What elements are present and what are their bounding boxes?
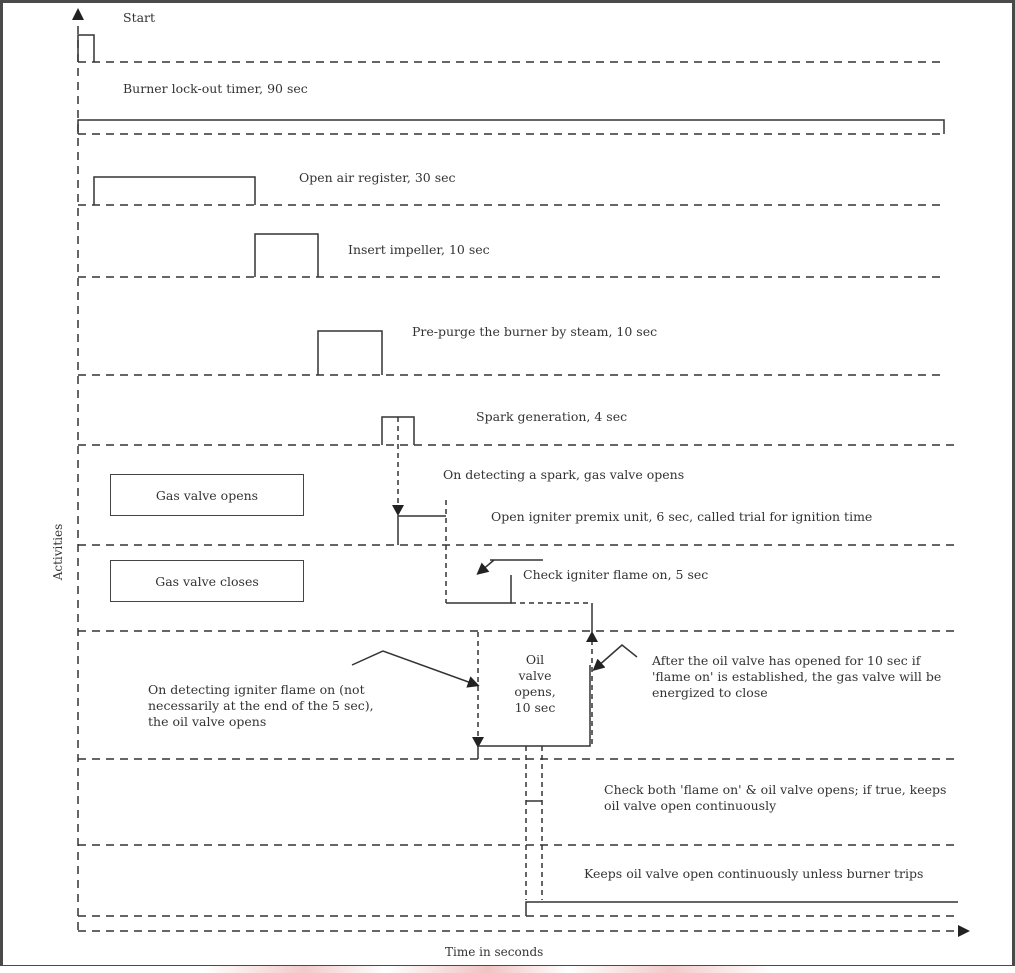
label-purge: Pre-purge the burner by steam, 10 sec [412, 324, 658, 339]
label-igniter-check: Check igniter flame on, 5 sec [523, 567, 709, 582]
x-axis-arrow [958, 925, 970, 937]
left-callout [351, 650, 480, 688]
oil-line-1: Oil [525, 652, 545, 667]
oil-line-2: valve [518, 668, 552, 683]
continuous-oil-line [525, 901, 958, 916]
label-oil-right-note: After the oil valve has opened for 10 se… [652, 653, 942, 700]
y-axis-arrow [72, 8, 84, 20]
label-impeller: Insert impeller, 10 sec [348, 242, 490, 257]
premix-line [397, 515, 446, 545]
right-callout [592, 644, 638, 671]
start-pulse [77, 34, 95, 62]
air-register-pulse [93, 176, 256, 205]
y-axis-label: Activities [51, 523, 65, 581]
oil-up-arrowhead [586, 631, 598, 642]
label-start: Start [123, 10, 156, 25]
impeller-pulse [254, 233, 319, 277]
label-premix: Open igniter premix unit, 6 sec, called … [491, 509, 873, 524]
label-spark-detect: On detecting a spark, gas valve opens [443, 467, 685, 482]
box-gas-valve-closes: Gas valve closes [110, 560, 304, 602]
oil-open-line [477, 665, 591, 759]
label-air-register: Open air register, 30 sec [299, 170, 456, 185]
oil-left-arrowhead [472, 737, 484, 748]
label-spark: Spark generation, 4 sec [476, 409, 628, 424]
x-axis-label: Time in seconds [445, 945, 544, 959]
igniter-check-line [446, 575, 512, 604]
oil-line-3: opens, [514, 684, 556, 699]
oil-valve-text: Oil valve opens, 10 sec [482, 652, 588, 716]
lockout-timer-line [77, 119, 945, 134]
igniter-callout-arrow [476, 559, 495, 575]
label-lockout-timer: Burner lock-out timer, 90 sec [123, 81, 308, 96]
oil-line-4: 10 sec [514, 700, 556, 715]
purge-pulse [317, 330, 383, 375]
label-oil-left-note: On detecting igniter flame on (not neces… [148, 682, 374, 729]
spark-arrowhead [392, 505, 404, 516]
box-gas-valve-opens: Gas valve opens [110, 474, 304, 516]
label-check-both: Check both 'flame on' & oil valve opens;… [604, 782, 947, 813]
label-keep-open: Keeps oil valve open continuously unless… [584, 866, 924, 881]
watermark [0, 966, 1015, 973]
row-separators [78, 61, 960, 917]
